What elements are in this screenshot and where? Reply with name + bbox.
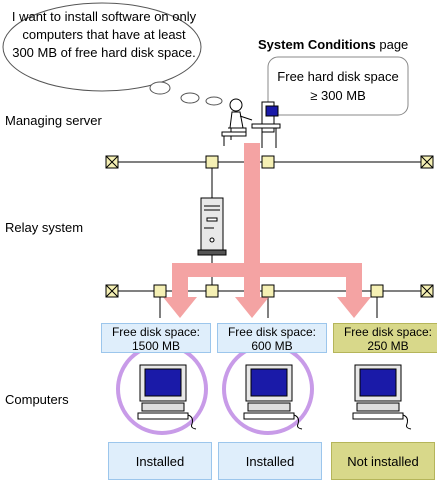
install-status-badge: Installed	[108, 442, 212, 480]
disk-space-box: Free disk space: 250 MB	[333, 323, 437, 353]
disk-space-box: Free disk space: 1500 MB	[101, 323, 211, 353]
disk-space-box: Free disk space: 600 MB	[217, 323, 327, 353]
server-workstation-icon	[251, 101, 281, 148]
distribution-arrows	[163, 143, 371, 318]
system-conditions-label-rest: page	[375, 37, 409, 52]
condition-text: Free hard disk space ≥ 300 MB	[277, 69, 399, 103]
computer-icon	[352, 364, 412, 430]
relay-server-icon	[197, 197, 227, 256]
administrator-icon	[221, 98, 253, 146]
condition-box	[267, 56, 409, 116]
disk-space-value: 600 MB	[251, 339, 293, 353]
disk-space-value: 1500 MB	[131, 339, 181, 353]
disk-space-value: 250 MB	[367, 339, 409, 353]
network-node-icon	[153, 155, 384, 298]
thought-bubble	[2, 2, 223, 106]
disk-space-label: Free disk space:	[227, 325, 317, 339]
terminator-icon	[105, 155, 434, 298]
system-conditions-label-bold: System Conditions	[258, 37, 376, 52]
computer-icon	[137, 364, 197, 430]
install-status-badge: Not installed	[331, 442, 435, 480]
disk-space-label: Free disk space:	[111, 325, 201, 339]
disk-space-label: Free disk space:	[343, 325, 433, 339]
computer-icon	[243, 364, 303, 430]
relay-system-label: Relay system	[5, 220, 84, 235]
system-conditions-label: System Conditions page	[258, 37, 408, 52]
managing-server-label: Managing server	[5, 113, 102, 128]
computers-label: Computers	[5, 392, 69, 407]
thought-text: I want to install software on only compu…	[11, 9, 197, 60]
install-status-badge: Installed	[218, 442, 322, 480]
